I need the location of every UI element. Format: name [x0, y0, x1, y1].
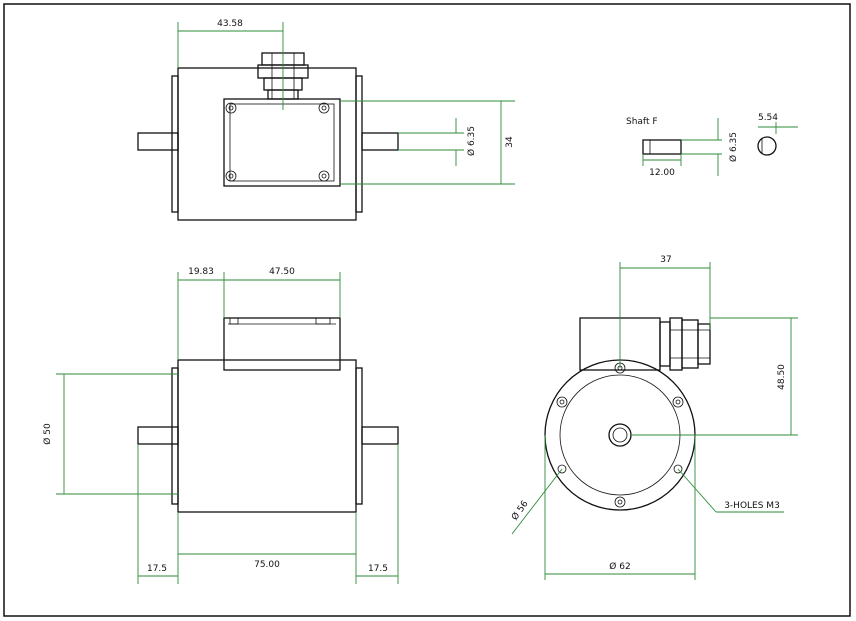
top-view [137, 52, 399, 221]
dim-top-shaft-dia: Ø 6.35 [466, 126, 477, 156]
shaft-label: Shaft F [626, 117, 658, 127]
dim-front-left-shaft: 17.5 [147, 564, 167, 574]
dim-side-height: 48.50 [777, 364, 787, 390]
front-view [137, 317, 399, 513]
dim-front-offset: 19.83 [188, 267, 214, 277]
dim-top-height: 34 [505, 136, 515, 148]
front-view-dimensions: 19.83 47.50 Ø 50 17.5 75.00 17.5 [42, 267, 399, 584]
shaft-dim-dia: Ø 6.35 [728, 132, 739, 162]
shaft-dim-length: 12.00 [649, 168, 675, 178]
cable-gland-side [659, 317, 711, 371]
dim-top-width: 43.58 [217, 19, 243, 29]
dim-front-right-shaft: 17.5 [368, 564, 388, 574]
dim-front-body-dia: Ø 50 [42, 423, 53, 445]
shaft-dim-flat: 5.54 [758, 113, 778, 123]
side-view [544, 317, 711, 511]
dim-side-connector: 37 [660, 255, 671, 265]
side-view-dimensions: 37 48.50 Ø 62 Ø 56 3-HOLES M3 [509, 255, 798, 580]
drawing-frame [3, 3, 851, 617]
dim-side-bolt-circle: Ø 56 [509, 498, 530, 522]
dim-front-body-length: 75.00 [254, 560, 280, 570]
shaft-detail: Shaft F Ø 6.35 12.00 5.54 [626, 113, 798, 178]
dim-side-outer-dia: Ø 62 [609, 561, 630, 572]
top-view-dimensions: 43.58 Ø 6.35 34 [177, 19, 515, 185]
holes-label: 3-HOLES M3 [724, 501, 780, 511]
dim-front-box-width: 47.50 [269, 267, 295, 277]
